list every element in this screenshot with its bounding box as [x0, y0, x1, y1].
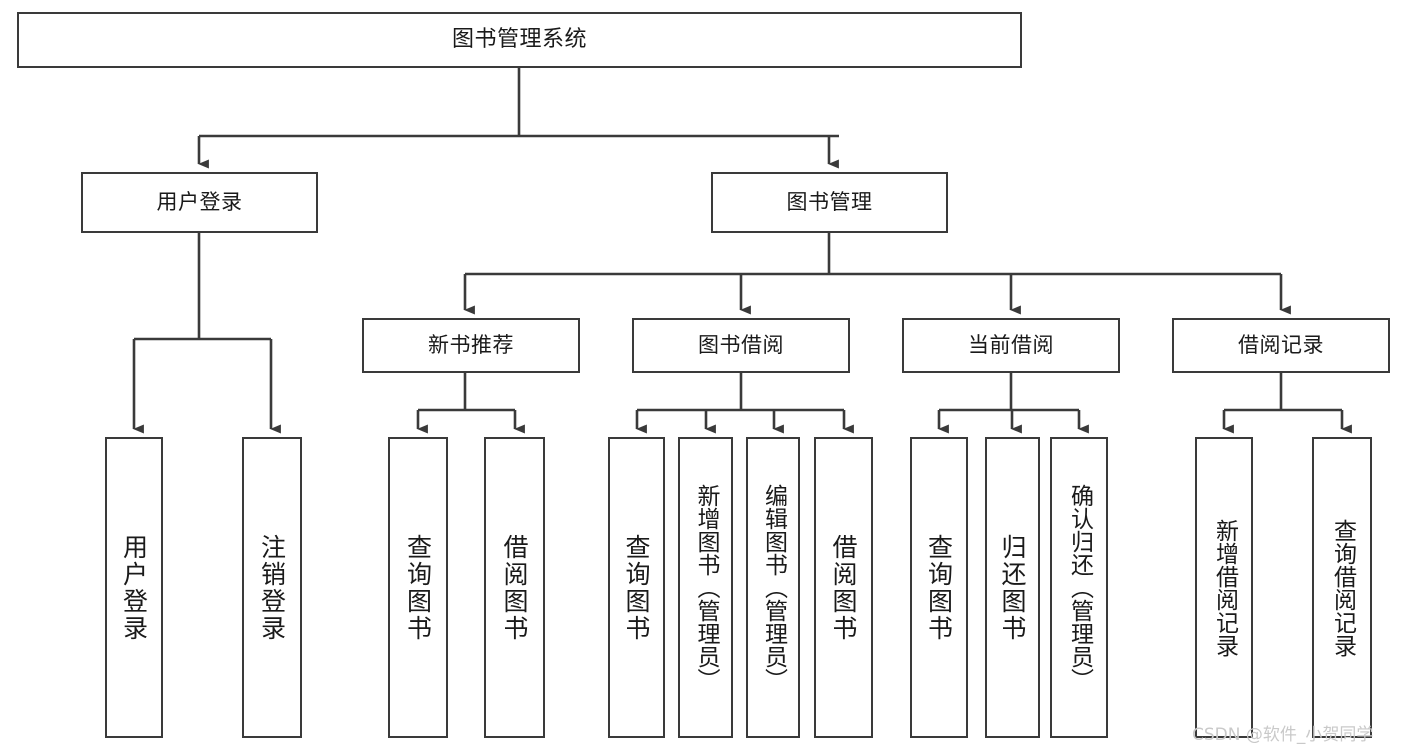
node-label: 编辑图书（管理员） — [760, 484, 787, 691]
leaf-record-add-borrow-record[interactable]: 新增借阅记录 — [1195, 437, 1253, 738]
leaf-recommend-query-book[interactable]: 查询图书 — [388, 437, 448, 738]
node-book-borrow[interactable]: 图书借阅 — [632, 318, 850, 373]
node-label: 注销登录 — [257, 533, 287, 642]
leaf-record-query-borrow-record[interactable]: 查询借阅记录 — [1312, 437, 1372, 738]
node-label: 查询图书 — [403, 533, 433, 642]
node-user-login[interactable]: 用户登录 — [81, 172, 318, 233]
leaf-current-confirm-return-admin[interactable]: 确认归还（管理员） — [1050, 437, 1108, 738]
leaf-current-query-book[interactable]: 查询图书 — [910, 437, 968, 738]
node-book-management[interactable]: 图书管理 — [711, 172, 948, 233]
node-label: 新增图书（管理员） — [693, 484, 719, 691]
leaf-user-login[interactable]: 用户登录 — [105, 437, 163, 738]
node-root-system[interactable]: 图书管理系统 — [17, 12, 1022, 68]
leaf-current-return-book[interactable]: 归还图书 — [985, 437, 1040, 738]
node-label: 当前借阅 — [968, 333, 1054, 358]
node-label: 查询图书 — [924, 533, 954, 642]
node-label: 归还图书 — [998, 533, 1027, 642]
leaf-borrow-edit-book-admin[interactable]: 编辑图书（管理员） — [746, 437, 800, 738]
node-borrow-record[interactable]: 借阅记录 — [1172, 318, 1390, 373]
node-label: 图书管理系统 — [451, 27, 587, 53]
node-label: 图书管理 — [786, 190, 873, 215]
node-label: 用户登录 — [156, 190, 243, 215]
node-label: 新增借阅记录 — [1211, 518, 1238, 657]
leaf-user-logout[interactable]: 注销登录 — [242, 437, 302, 738]
leaf-borrow-borrow-book[interactable]: 借阅图书 — [814, 437, 873, 738]
node-label: 借阅记录 — [1238, 333, 1324, 358]
node-label: 用户登录 — [119, 533, 149, 642]
node-label: 新书推荐 — [428, 333, 514, 358]
node-label: 借阅图书 — [500, 533, 529, 642]
leaf-recommend-borrow-book[interactable]: 借阅图书 — [484, 437, 545, 738]
node-label: 确认归还（管理员） — [1066, 484, 1093, 691]
leaf-borrow-query-book[interactable]: 查询图书 — [608, 437, 665, 738]
csdn-watermark: CSDN @软件_小贺同学 — [1192, 725, 1374, 745]
node-label: 借阅图书 — [829, 533, 858, 642]
leaf-borrow-add-book-admin[interactable]: 新增图书（管理员） — [678, 437, 733, 738]
node-label: 查询图书 — [622, 533, 651, 642]
node-label: 图书借阅 — [698, 333, 784, 358]
node-current-borrow[interactable]: 当前借阅 — [902, 318, 1120, 373]
node-label: 查询借阅记录 — [1329, 518, 1356, 657]
node-new-book-recommend[interactable]: 新书推荐 — [362, 318, 580, 373]
